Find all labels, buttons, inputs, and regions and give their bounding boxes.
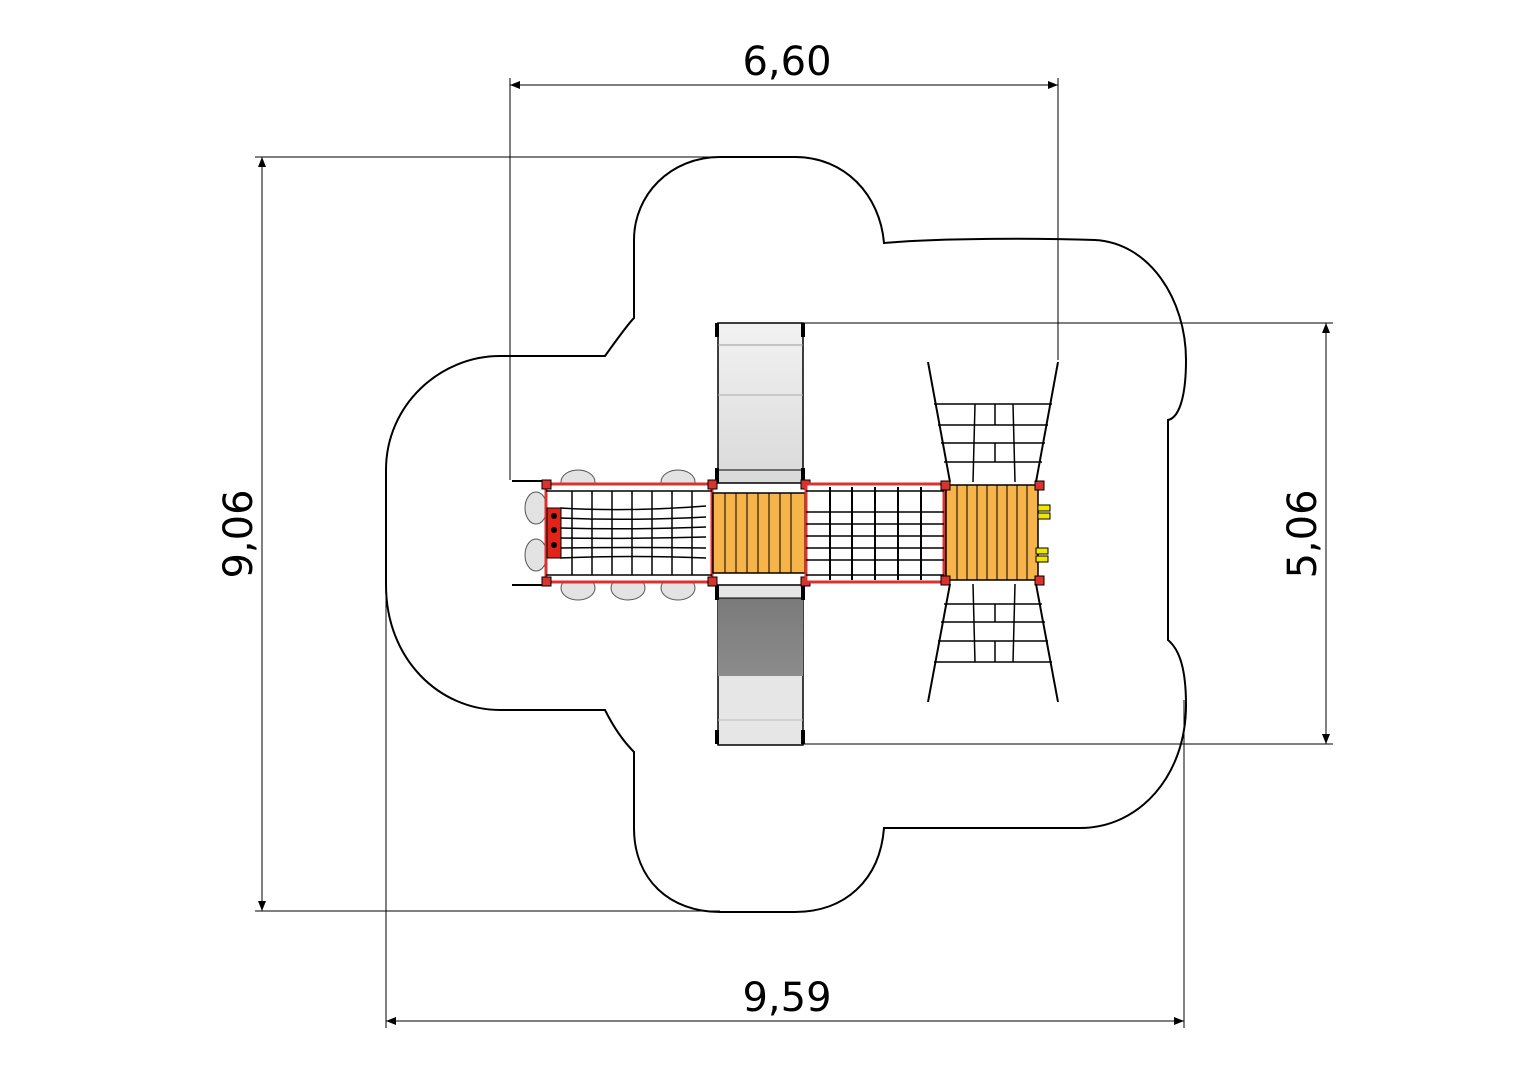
slide-top — [715, 322, 805, 484]
left-climbing-section — [512, 469, 718, 601]
right-deck — [940, 480, 1051, 586]
dim-left-height: 9,06 — [216, 489, 262, 578]
dim-bottom-width: 9,59 — [742, 975, 831, 1021]
left-deck — [712, 479, 811, 587]
dim-right-height: 5,06 — [1280, 489, 1326, 578]
slide-bottom — [715, 584, 805, 746]
net-bridge — [804, 482, 946, 584]
dimension-lines — [255, 78, 1333, 1028]
top-climbing-net — [927, 361, 1059, 483]
bottom-climbing-net — [927, 583, 1059, 703]
handle-icon — [1035, 504, 1051, 563]
safety-zone-outline — [385, 156, 1188, 913]
dim-top-width: 6,60 — [742, 39, 831, 85]
